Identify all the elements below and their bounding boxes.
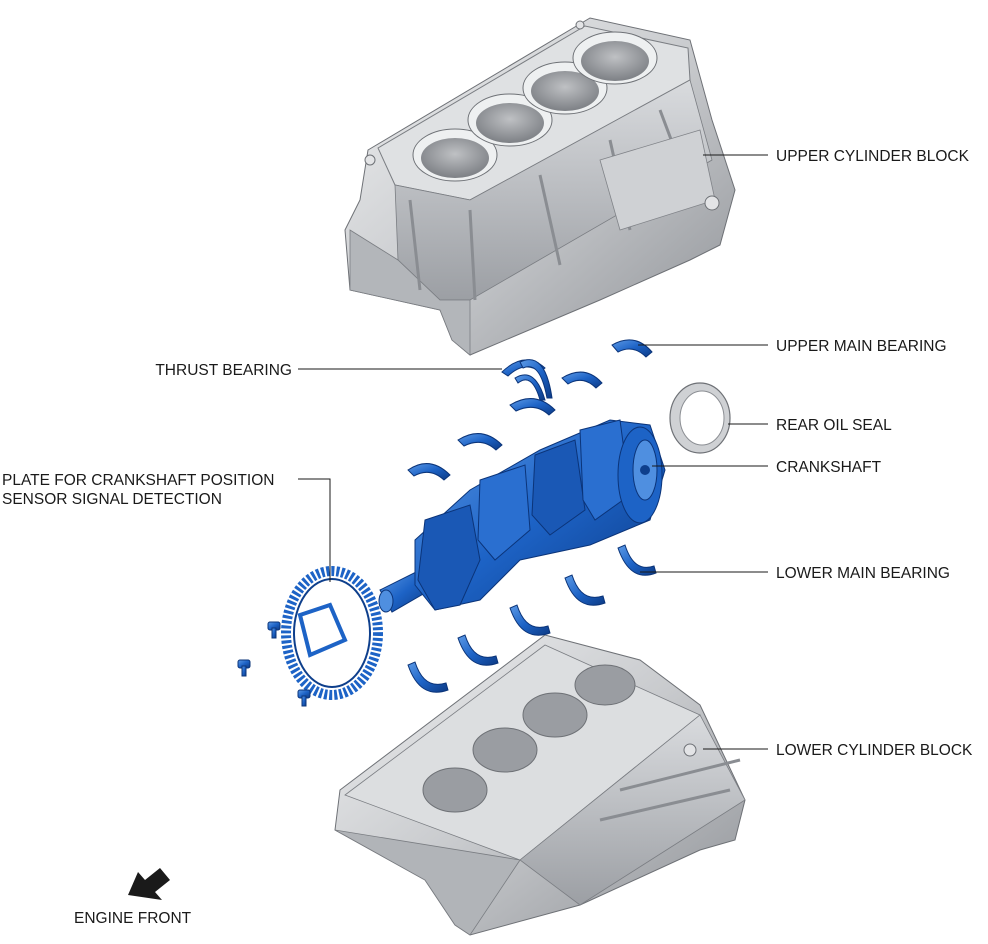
label-lower-main-bearing: LOWER MAIN BEARING (776, 565, 950, 582)
cylinder-bores (412, 31, 658, 182)
upper-main-bearings (407, 339, 653, 481)
crankshaft (378, 419, 666, 613)
bearing-saddles (422, 664, 636, 813)
leader-lines (298, 154, 768, 750)
label-plate-line2: SENSOR SIGNAL DETECTION (2, 491, 222, 508)
lower-main-bearings (407, 544, 657, 693)
engine-front-arrow-icon (128, 868, 170, 900)
label-engine-front: ENGINE FRONT (74, 910, 192, 927)
label-crankshaft: CRANKSHAFT (776, 459, 882, 476)
upper-cylinder-block (344, 17, 736, 356)
label-upper-cylinder-block: UPPER CYLINDER BLOCK (776, 148, 970, 165)
plate-bolts (237, 621, 311, 707)
crankshaft-position-plate (281, 566, 383, 700)
lower-cylinder-block (334, 634, 746, 936)
rear-oil-seal (669, 382, 731, 454)
thrust-bearing (501, 359, 553, 401)
label-lower-cylinder-block: LOWER CYLINDER BLOCK (776, 742, 973, 759)
label-plate-line1: PLATE FOR CRANKSHAFT POSITION (2, 472, 274, 489)
label-upper-main-bearing: UPPER MAIN BEARING (776, 338, 947, 355)
label-thrust-bearing: THRUST BEARING (155, 362, 292, 379)
label-rear-oil-seal: REAR OIL SEAL (776, 417, 892, 434)
